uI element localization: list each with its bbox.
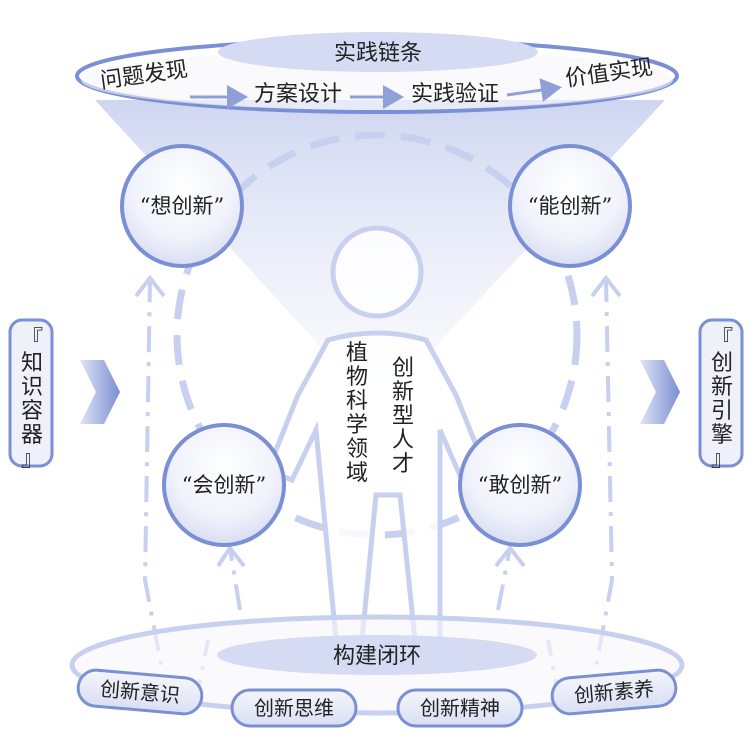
practice-chain-title: 实践链条 [334, 41, 422, 66]
circle-think-innovation: “想创新” [120, 144, 244, 268]
circle-dare-innovation: “敢创新” [458, 423, 582, 547]
circle-able-label: “能创新” [528, 194, 612, 218]
pill-label: 创新精神 [420, 696, 500, 720]
arrow-right-icon [506, 78, 562, 103]
pill-innovation-literacy: 创新素养 [550, 668, 678, 716]
bottom-ring: 构建闭环 [69, 614, 685, 716]
top-ring: 实践链条 问题发现 方案设计 实践验证 价值实现 [75, 32, 679, 114]
central-dashed-circle [173, 131, 581, 539]
pill-label: 创新思维 [254, 696, 334, 720]
side-left-label: 『知识容器』 [21, 327, 43, 472]
circle-dare-label: “敢创新” [478, 473, 562, 497]
pill-innovation-spirit: 创新精神 [396, 688, 524, 728]
side-box-innovation-engine: 『创新引擎』 [698, 318, 744, 472]
arrow-up-icons [134, 274, 622, 568]
pill-innovation-awareness: 创新意识 [76, 668, 204, 716]
center-col-left: 植物科学领域 [346, 341, 368, 486]
side-right-label: 『创新引擎』 [711, 327, 733, 472]
step-practice-verification: 实践验证 [411, 82, 499, 107]
closed-loop-title: 构建闭环 [333, 644, 421, 669]
side-box-knowledge-container: 『知识容器』 [8, 318, 54, 472]
step-plan-design: 方案设计 [254, 82, 342, 107]
pill-innovation-thinking: 创新思维 [230, 688, 358, 728]
circle-think-label: “想创新” [140, 194, 224, 218]
chevron-right-icon [640, 360, 680, 424]
circle-can-innovation: “会创新” [162, 423, 286, 547]
circle-can-label: “会创新” [182, 473, 266, 497]
chevron-right-icon [80, 360, 120, 424]
circle-able-innovation: “能创新” [508, 144, 632, 268]
person-figure [264, 225, 490, 643]
center-col-right: 创新型人才 [392, 356, 414, 477]
center-label: 创新型人才 植物科学领域 [346, 341, 414, 486]
